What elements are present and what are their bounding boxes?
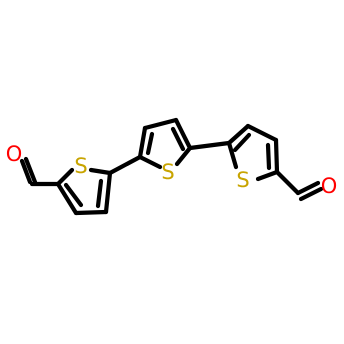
- right-ring-bond-c3-c4: [245, 123, 279, 143]
- left-thiophene-ring: [55, 167, 113, 216]
- middle-ring-bond-c4-c5: [173, 117, 193, 151]
- right-ring-inner-double-c4-c5: [265, 142, 272, 171]
- left-aldehyde-group: [19, 156, 61, 187]
- sulfur-atom-right: S: [236, 168, 249, 192]
- oxygen-atom-right: O: [321, 174, 338, 198]
- middle-ring-bond-c2-c3: [137, 125, 148, 160]
- right-ring-bond-c2-c3: [226, 123, 251, 146]
- left-aldehyde-c-o-double-bond-b: [23, 156, 38, 185]
- right-aldehyde-group: [274, 169, 324, 202]
- right-ring-bond-c5-s: [255, 169, 280, 182]
- right-ring-bond-s-c2: [226, 140, 239, 170]
- middle-ring-bond-c5-s: [174, 145, 193, 167]
- bond-middle-to-right-ring: [187, 140, 232, 151]
- left-ring-bond-s-c5: [88, 167, 113, 176]
- middle-ring-bond-c3-c4: [142, 117, 179, 131]
- left-ring-bond-c2-s: [55, 167, 75, 187]
- left-ring-bond-c5-c4: [103, 170, 113, 215]
- right-aldehyde-ring-c-bond: [274, 169, 301, 196]
- middle-thiophene-ring: [137, 117, 193, 170]
- oxygen-atom-left: O: [6, 142, 23, 166]
- middle-ring-inner-double-c2-c3: [145, 131, 155, 156]
- bond-left-to-middle-ring: [107, 154, 143, 176]
- middle-ring-bond-s-c2: [137, 154, 163, 170]
- right-aldehyde-c-o-double-bond-a: [295, 180, 321, 196]
- left-ring-inner-double-c3-c2: [63, 182, 84, 208]
- left-ring-inner-double-c5-c4: [95, 178, 104, 209]
- sulfur-atom-middle: S: [161, 160, 174, 184]
- sulfur-atom-left: S: [74, 154, 87, 178]
- middle-ring-inner-double-c4-c5: [170, 126, 186, 152]
- left-ring-bond-c3-c2: [55, 181, 79, 216]
- right-ring-inner-double-c2-c3: [232, 132, 252, 153]
- left-ring-bond-c4-c3: [73, 209, 109, 216]
- right-thiophene-ring: [226, 123, 280, 182]
- right-ring-bond-c4-c5: [273, 137, 280, 175]
- right-aldehyde-c-o-double-bond-b: [298, 186, 324, 202]
- left-aldehyde-c-o-double-bond-a: [19, 158, 33, 185]
